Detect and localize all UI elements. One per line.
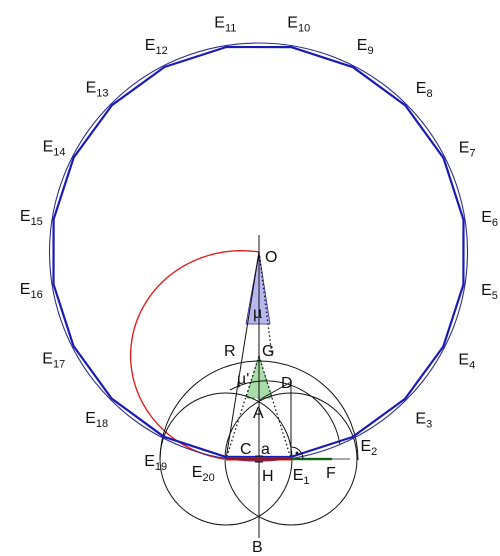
vertex-labels: E1 E2 E3 E4 E5 E6 E7 E8 E9 E10 E11E12E13E14E15E16E… xyxy=(20,14,498,487)
label-angle-mu-prime: µ' xyxy=(237,371,249,388)
vertex-label-e4: E4 xyxy=(458,351,475,371)
vertex-label-e17: E17 xyxy=(42,351,65,371)
vertex-label-e19: E19 xyxy=(144,453,167,473)
construction-arc-g xyxy=(229,380,341,446)
line-o-e20 xyxy=(225,251,260,460)
vertex-label-e12: E12 xyxy=(145,37,168,57)
circumscribed-circle xyxy=(48,42,469,462)
vertex-label-e18: E18 xyxy=(85,410,108,430)
vertex-label-e10: E10 xyxy=(287,14,310,34)
label-point-g: G xyxy=(262,343,274,360)
vertex-label-e2: E2 xyxy=(361,438,378,458)
right-angle-arc xyxy=(290,446,304,460)
vertex-label-e6: E6 xyxy=(481,209,498,229)
dotted-line-o-g xyxy=(258,251,273,357)
vertex-label-e16: E16 xyxy=(20,281,43,301)
vertex-label-e5: E5 xyxy=(481,282,498,302)
label-point-r: R xyxy=(224,343,236,360)
label-point-c: C xyxy=(240,441,252,458)
vertex-label-e13: E13 xyxy=(86,80,109,100)
label-point-a: A xyxy=(253,405,264,422)
label-point-d: D xyxy=(281,375,293,392)
right-angle-dot xyxy=(295,451,299,455)
vertex-label-e20: E20 xyxy=(192,464,215,484)
mu-angle-triangle xyxy=(245,251,271,325)
label-point-h: H xyxy=(262,468,274,485)
label-point-f: F xyxy=(326,465,336,482)
vertex-label-e8: E8 xyxy=(416,80,433,100)
label-point-b: B xyxy=(252,539,263,556)
line-a-d xyxy=(258,381,292,401)
vertex-label-e3: E3 xyxy=(415,410,432,430)
vertex-label-e7: E7 xyxy=(459,139,476,159)
vertex-label-e11: E11 xyxy=(214,14,236,34)
vertex-label-e1: E1 xyxy=(293,467,310,487)
vertex-label-e15: E15 xyxy=(20,208,43,228)
vertex-label-e14: E14 xyxy=(43,139,66,159)
regular-icosagon xyxy=(52,45,465,459)
label-point-o: O xyxy=(265,249,277,266)
label-side-a: a xyxy=(261,441,270,458)
vertex-label-e9: E9 xyxy=(357,37,374,57)
label-angle-mu: µ xyxy=(253,305,262,322)
